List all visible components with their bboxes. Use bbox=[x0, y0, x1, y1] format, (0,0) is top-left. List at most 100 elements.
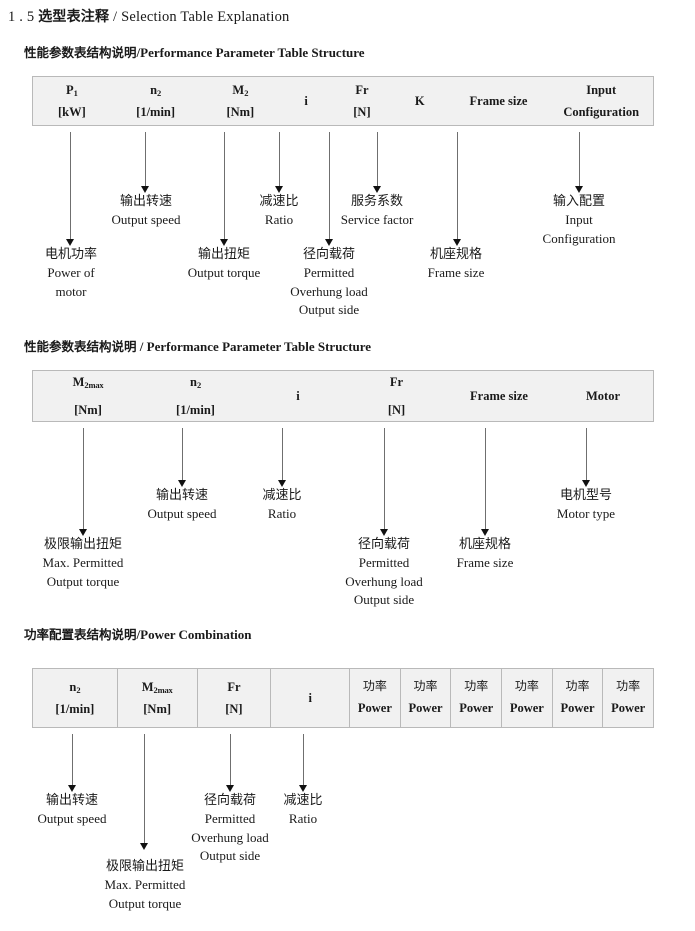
callout-input-configuration-cn: 输入配置 bbox=[552, 194, 605, 209]
table2-col-n2-unit: [1/min] bbox=[176, 402, 215, 417]
callout-ratio-3-en: Ratio bbox=[288, 811, 318, 827]
callout-max-permitted-output-torque-1: 极限输出扭矩 Max. Permitted Output torque bbox=[43, 536, 124, 591]
section-2-heading-cn: 性能参数表结构说明 bbox=[24, 339, 137, 354]
page-title-number: 1 . 5 bbox=[8, 9, 35, 25]
table1-col-p1: P1 [kW] bbox=[33, 77, 111, 125]
callout-frame-size-2: 机座规格 Frame size bbox=[457, 536, 514, 573]
table3-col-power-3: 功率 Power bbox=[450, 669, 501, 727]
callout-output-speed-1: 输出转速 Output speed bbox=[112, 193, 181, 230]
table1-col-fr-symbol: Fr bbox=[355, 82, 369, 97]
callout-power-of-motor: 电机功率 Power of motor bbox=[45, 246, 97, 301]
callout-ratio-2: 减速比 Ratio bbox=[262, 487, 301, 524]
table2-col-n2: n2 [1/min] bbox=[143, 371, 248, 421]
table3-col-power-2: 功率 Power bbox=[399, 669, 451, 727]
arrow-to-permitted-overhung-load bbox=[325, 132, 334, 246]
callout-output-speed-2-en: Output speed bbox=[147, 506, 217, 522]
page-title-en: Selection Table Explanation bbox=[121, 9, 290, 25]
table3-col-power-5-cn: 功率 bbox=[565, 679, 590, 694]
callout-ratio-3-cn: 减速比 bbox=[283, 793, 323, 808]
page-title-separator: / bbox=[113, 9, 118, 25]
arrow-to-overhung-load-2 bbox=[380, 428, 389, 536]
arrow-to-output-speed bbox=[141, 132, 150, 193]
callout-input-configuration-en2: Configuration bbox=[542, 230, 616, 246]
performance-parameter-table-1: P1 [kW] n2 [1/min] M2 [Nm] i Fr [N] K Fr… bbox=[32, 76, 654, 126]
table1-col-i: i bbox=[280, 77, 332, 125]
arrow-to-frame-size bbox=[453, 132, 462, 246]
callout-overhung-load-1-en3: Output side bbox=[298, 302, 360, 318]
table3-col-power-1: 功率 Power bbox=[349, 669, 400, 727]
table2-col-fr-unit: [N] bbox=[387, 402, 406, 417]
callout-overhung-load-3-en1: Permitted bbox=[204, 811, 256, 827]
callout-overhung-load-3-en2: Overhung load bbox=[191, 829, 269, 845]
callout-overhung-load-2-en2: Overhung load bbox=[345, 573, 423, 589]
section-3-heading-en: Power Combination bbox=[140, 627, 252, 642]
callout-overhung-load-1-cn: 径向载荷 bbox=[302, 247, 355, 262]
callout-input-configuration: 输入配置 Input Configuration bbox=[543, 193, 616, 248]
callout-overhung-load-3-cn: 径向载荷 bbox=[203, 793, 256, 808]
table3-col-n2-symbol: n2 bbox=[69, 679, 81, 696]
section-1-heading-cn: 性能参数表结构说明 bbox=[24, 45, 137, 60]
arrow-to-max-permitted-output-torque-1 bbox=[79, 428, 88, 536]
table3-col-fr-symbol: Fr bbox=[227, 679, 241, 694]
arrow-to-ratio-2 bbox=[278, 428, 287, 487]
table3-col-power-3-en: Power bbox=[459, 701, 494, 716]
callout-ratio-1: 减速比 Ratio bbox=[259, 193, 298, 230]
table3-col-i-symbol: i bbox=[308, 690, 312, 705]
callout-max-permitted-output-torque-1-cn: 极限输出扭矩 bbox=[43, 537, 123, 552]
callout-service-factor-cn: 服务系数 bbox=[350, 194, 404, 209]
arrow-to-overhung-load-3 bbox=[226, 734, 235, 792]
section-3-heading-sep: / bbox=[136, 627, 141, 642]
section-3-heading: 功率配置表结构说明/Power Combination bbox=[24, 624, 252, 643]
table2-col-fr-symbol: Fr bbox=[389, 374, 404, 389]
table2-col-n2-symbol: n2 bbox=[189, 374, 201, 391]
callout-motor-type-en: Motor type bbox=[556, 506, 616, 522]
table3-col-fr: Fr [N] bbox=[196, 669, 271, 727]
table1-col-p1-symbol: P1 bbox=[66, 82, 78, 99]
callout-overhung-load-1-en2: Overhung load bbox=[290, 283, 368, 299]
arrow-to-max-permitted-output-torque-2 bbox=[140, 734, 149, 850]
callout-ratio-1-cn: 减速比 bbox=[259, 194, 299, 209]
callout-max-permitted-output-torque-2-en2: Output torque bbox=[108, 895, 182, 911]
page-title-cn: 选型表注释 bbox=[38, 9, 110, 25]
table1-col-n2-symbol: n2 bbox=[150, 82, 162, 99]
section-2-heading: 性能参数表结构说明 / Performance Parameter Table … bbox=[24, 336, 371, 355]
callout-service-factor-en: Service factor bbox=[340, 212, 414, 228]
callout-output-torque: 输出扭矩 Output torque bbox=[188, 246, 261, 283]
callout-output-speed-3: 输出转速 Output speed bbox=[38, 792, 107, 829]
callout-frame-size-2-cn: 机座规格 bbox=[458, 537, 512, 552]
table1-col-k: K bbox=[392, 77, 448, 125]
section-1-heading-sep: / bbox=[136, 45, 141, 60]
callout-frame-size-1-cn: 机座规格 bbox=[429, 247, 483, 262]
callout-output-speed-2-cn: 输出转速 bbox=[155, 488, 208, 503]
section-1-heading: 性能参数表结构说明/Performance Parameter Table St… bbox=[24, 42, 365, 61]
arrow-to-output-speed-3 bbox=[68, 734, 77, 792]
callout-overhung-load-2: 径向载荷 Permitted Overhung load Output side bbox=[345, 536, 423, 610]
table3-col-power-2-en: Power bbox=[408, 701, 443, 716]
section-3-heading-cn: 功率配置表结构说明 bbox=[24, 627, 137, 642]
callout-service-factor: 服务系数 Service factor bbox=[341, 193, 414, 230]
callout-overhung-load-3: 径向载荷 Permitted Overhung load Output side bbox=[191, 792, 269, 866]
callout-output-speed-2: 输出转速 Output speed bbox=[148, 487, 217, 524]
table2-col-motor-symbol: Motor bbox=[585, 388, 620, 403]
table1-col-n2-unit: [1/min] bbox=[136, 104, 176, 119]
callout-frame-size-1: 机座规格 Frame size bbox=[428, 246, 485, 283]
callout-frame-size-1-en: Frame size bbox=[427, 265, 485, 281]
table2-col-m2max-unit: [Nm] bbox=[74, 402, 102, 417]
section-1-heading-en: Performance Parameter Table Structure bbox=[140, 45, 365, 60]
table2-col-frame-size: Frame size bbox=[445, 371, 553, 421]
table1-col-input-configuration: Input Configuration bbox=[549, 77, 653, 125]
table2-col-frame-size-symbol: Frame size bbox=[470, 388, 528, 403]
table3-col-m2max-unit: [Nm] bbox=[143, 701, 172, 716]
callout-max-permitted-output-torque-1-en1: Max. Permitted bbox=[42, 555, 124, 571]
table3-col-power-6-en: Power bbox=[611, 701, 646, 716]
arrow-to-power-of-motor bbox=[66, 132, 75, 246]
table3-col-power-4: 功率 Power bbox=[501, 669, 552, 727]
callout-output-speed-1-cn: 输出转速 bbox=[119, 194, 172, 209]
table3-col-power-2-cn: 功率 bbox=[413, 679, 438, 694]
table3-col-power-4-cn: 功率 bbox=[514, 679, 539, 694]
table1-col-frame-size-symbol: Frame size bbox=[469, 93, 528, 108]
table3-col-power-3-cn: 功率 bbox=[464, 679, 489, 694]
callout-motor-type: 电机型号 Motor type bbox=[557, 487, 615, 524]
table2-col-i: i bbox=[248, 371, 348, 421]
section-2-heading-en: Performance Parameter Table Structure bbox=[146, 339, 372, 354]
